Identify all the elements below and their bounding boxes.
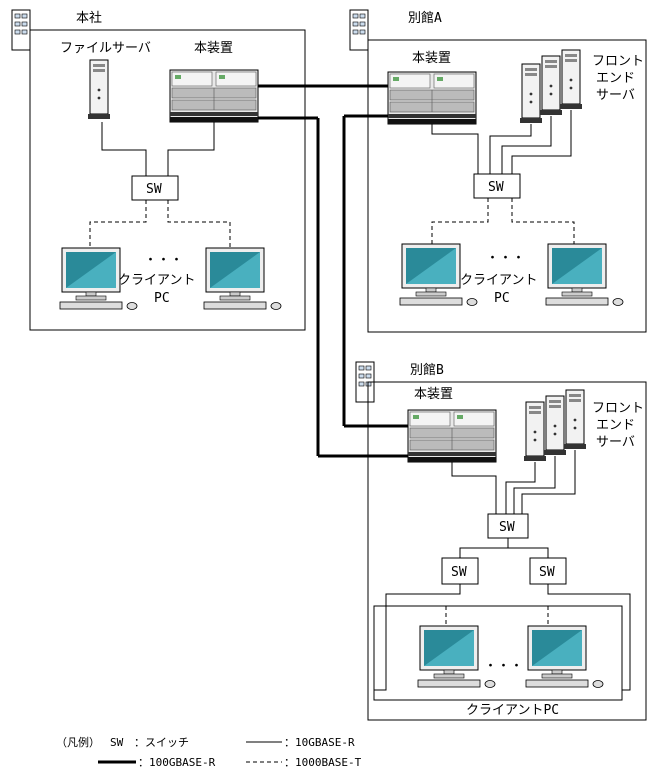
switch: [487, 513, 529, 539]
site-honsha-name: 本社: [76, 10, 102, 26]
site-bekkan-b-area: [367, 381, 647, 721]
switch-label: SW: [146, 182, 162, 197]
ellipsis: ・・・: [144, 253, 183, 268]
device-label: 本装置: [414, 387, 453, 402]
site-honsha: 本社 ファイルサーバ 本装置 SW ・・・ クライアント PC: [11, 9, 306, 331]
backbone-links: [258, 84, 408, 458]
building-icon: [349, 9, 369, 51]
frontend-server-icon: [539, 55, 563, 116]
frontend-server-icon: [563, 389, 587, 450]
file-server-icon: [87, 59, 111, 120]
client-group-label: クライアントPC: [466, 703, 559, 718]
device-icon: [387, 71, 477, 125]
frontend-label: サーバ: [596, 88, 635, 103]
device-icon: [407, 409, 497, 463]
device-icon: [169, 69, 259, 123]
ellipsis: ・・・: [484, 659, 523, 674]
switch-left-label: SW: [451, 565, 467, 580]
switch-right: [529, 557, 567, 585]
legend-10g-label: ：10GBASE-R: [284, 736, 355, 749]
legend-sw-desc: ：スイッチ: [134, 736, 189, 749]
building-icon: [11, 9, 31, 51]
frontend-server-icon: [523, 401, 547, 462]
switch-label: SW: [499, 520, 515, 535]
client-pc-icon: [525, 625, 604, 688]
client-pc-icon: [417, 625, 496, 688]
legend-sw-key: SW: [110, 736, 124, 749]
file-server-label: ファイルサーバ: [60, 41, 151, 56]
site-bekkan-a-name: 別館A: [408, 11, 442, 26]
site-bekkan-a: 別館A 本装置 フロント エンド サーバ SW ・・・ クライアント PC: [349, 9, 647, 333]
legend-1000-label: ：1000BASE-T: [284, 756, 362, 769]
site-bekkan-a-area: [367, 39, 647, 333]
frontend-label: サーバ: [596, 435, 635, 450]
device-label: 本装置: [194, 41, 233, 56]
frontend-label: エンド: [596, 418, 635, 433]
client-label: クライアント: [118, 273, 195, 288]
legend-prefix: （凡例）: [56, 735, 100, 749]
frontend-label: フロント: [592, 401, 644, 416]
legend: （凡例） SW ：スイッチ ：10GBASE-R ：100GBASE-R ：10…: [56, 735, 362, 769]
switch-right-label: SW: [539, 565, 555, 580]
client-group-area: [373, 605, 623, 701]
client-label-pc: PC: [154, 291, 170, 306]
legend-100g-label: ：100GBASE-R: [138, 756, 216, 769]
client-label-pc: PC: [494, 291, 510, 306]
client-pc-icon: [545, 243, 624, 306]
device-label: 本装置: [412, 51, 451, 66]
site-bekkan-b: 別館B 本装置 フロント エンド サーバ SW SW SW ・・・ クライアント…: [355, 361, 647, 721]
site-bekkan-b-name: 別館B: [410, 363, 444, 378]
switch: [473, 173, 521, 199]
ellipsis: ・・・: [486, 251, 525, 266]
frontend-label: エンド: [596, 71, 635, 86]
client-label: クライアント: [460, 273, 537, 288]
client-pc-icon: [203, 247, 282, 310]
frontend-label: フロント: [592, 54, 644, 69]
site-honsha-area: [29, 29, 306, 331]
frontend-server-icon: [543, 395, 567, 456]
frontend-server-icon: [559, 49, 583, 110]
switch: [131, 175, 179, 201]
frontend-server-icon: [519, 63, 543, 124]
switch-label: SW: [488, 180, 504, 195]
